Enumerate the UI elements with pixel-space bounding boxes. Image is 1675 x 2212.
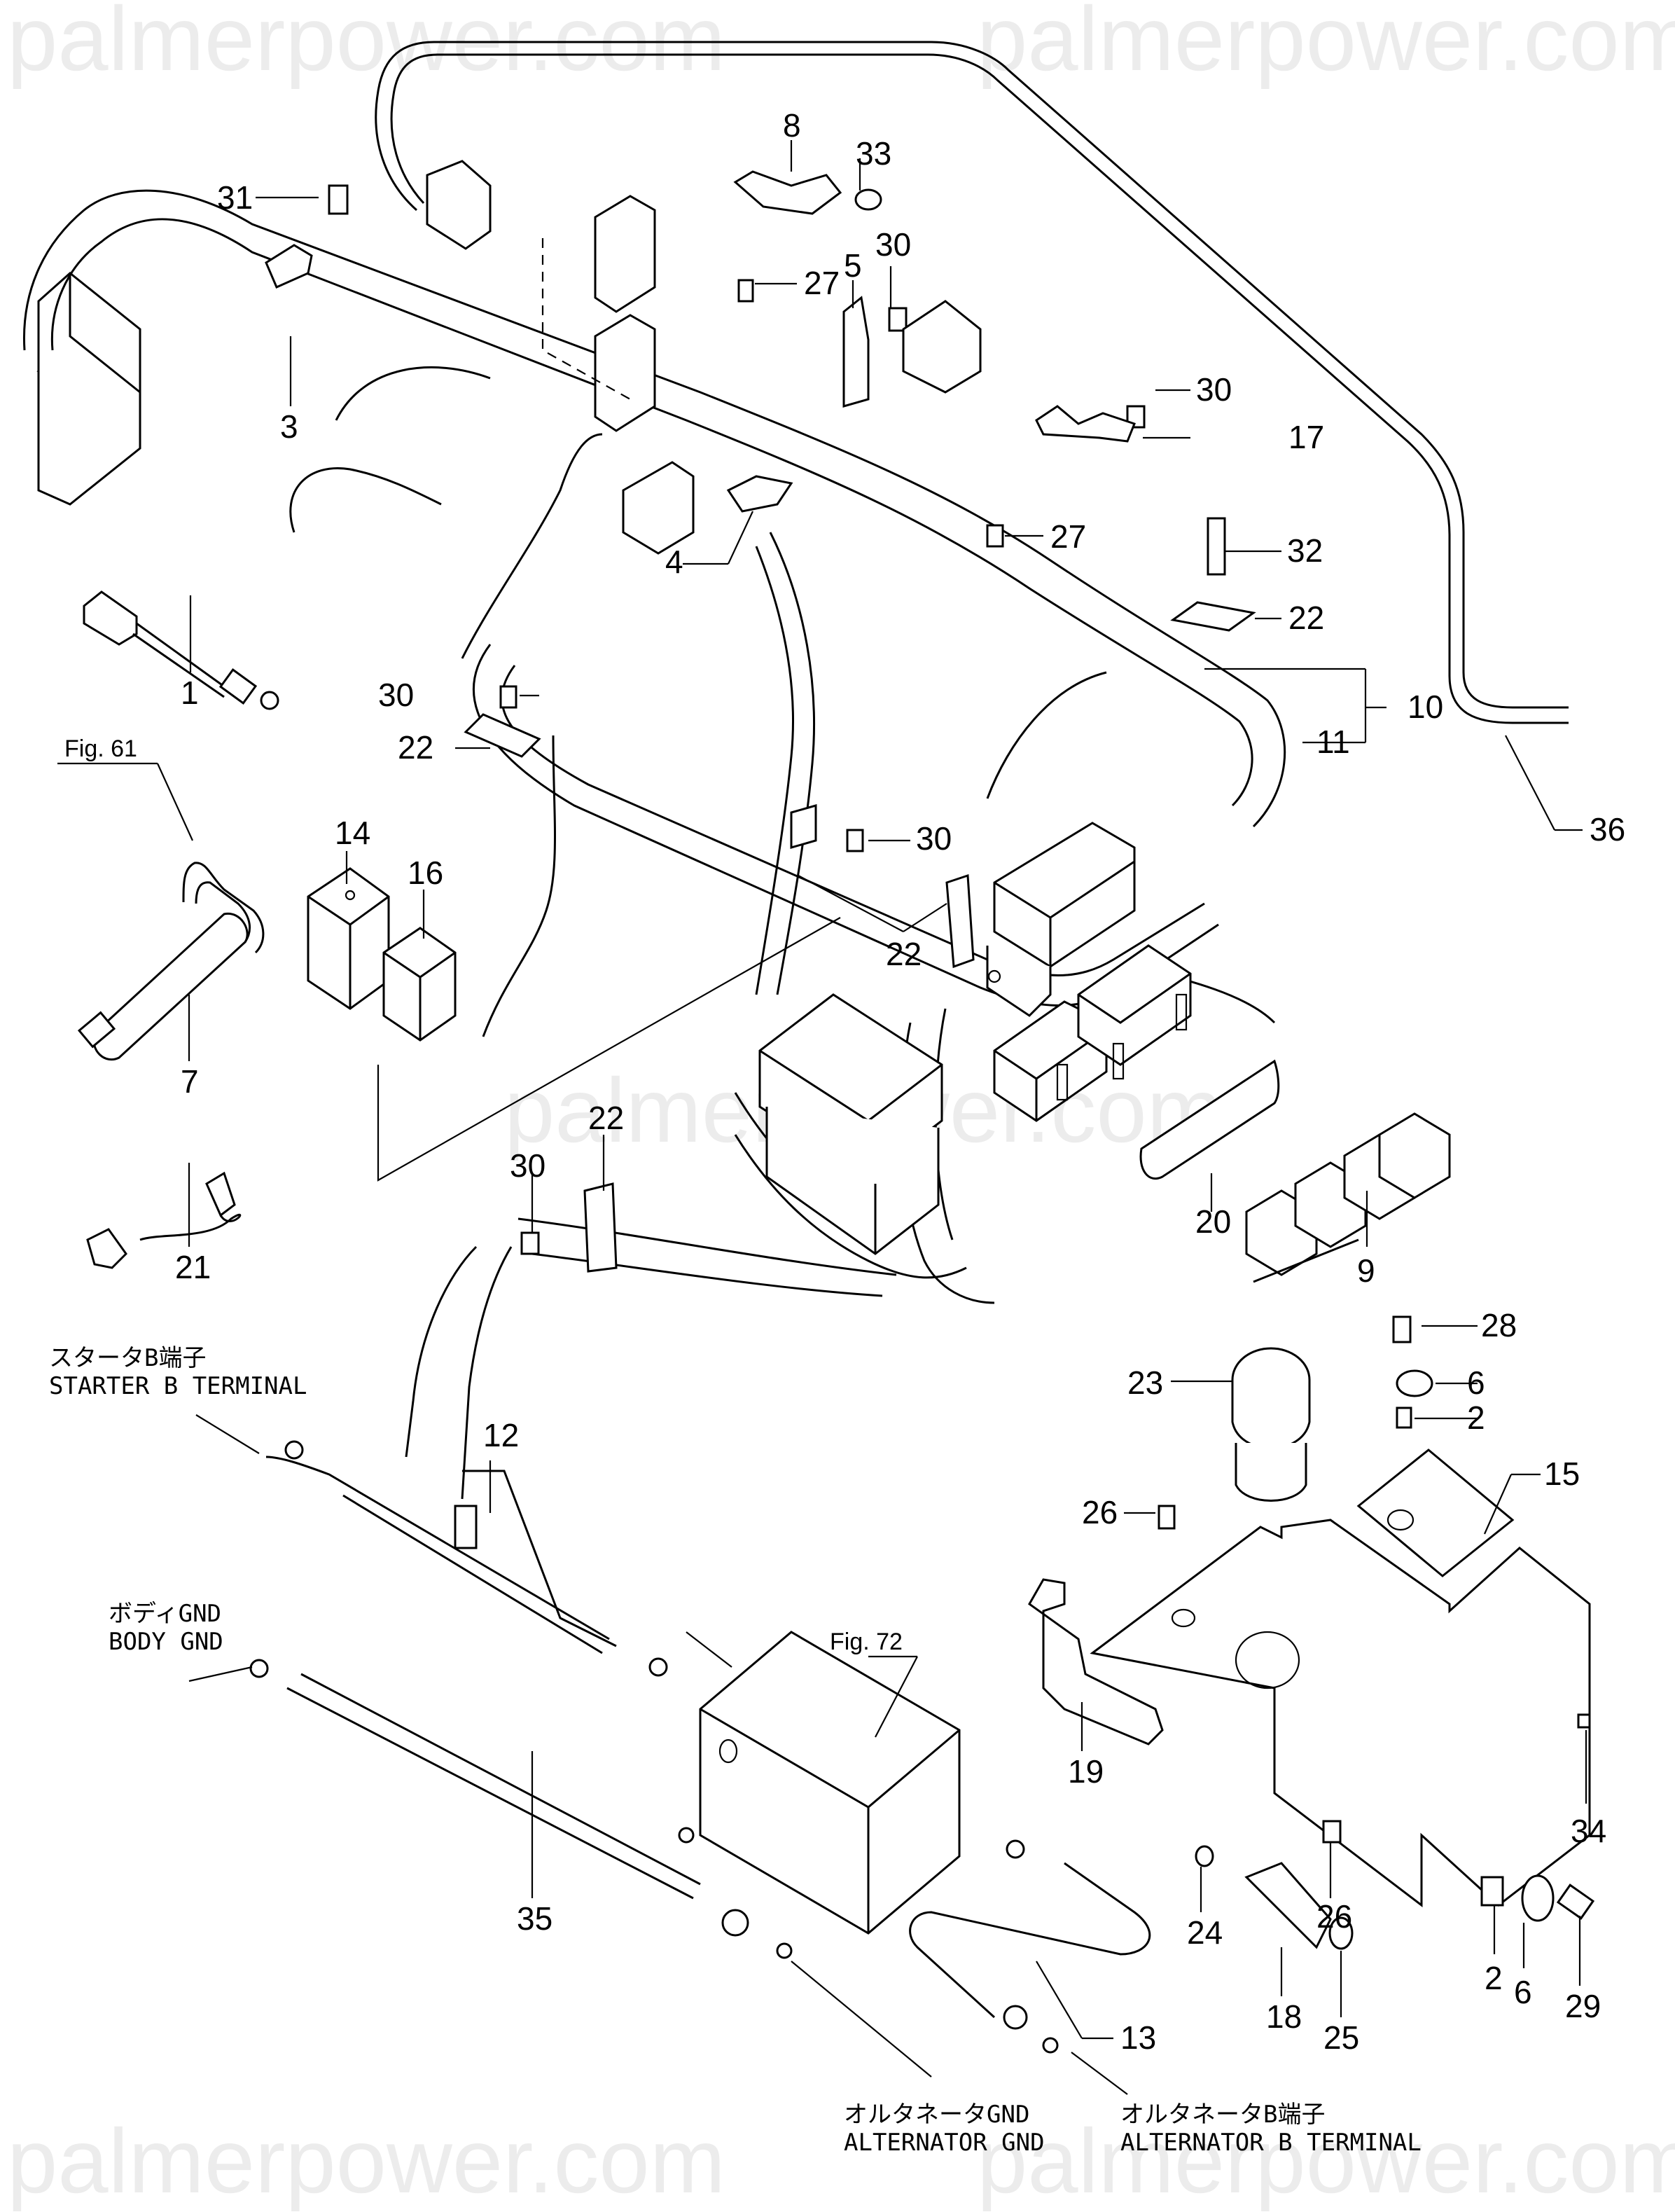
alternator-gnd-jp: オルタネータGND (844, 2101, 1029, 2129)
callout-23[interactable]: 23 (1127, 1364, 1163, 1401)
callout-27-upper[interactable]: 27 (804, 265, 840, 301)
callout-8[interactable]: 8 (783, 107, 801, 144)
bracket-19 (1028, 1578, 1164, 1746)
fig-72-box (699, 1631, 961, 1935)
callout-30-center[interactable]: 30 (916, 820, 952, 857)
callouts: 1 2 2 3 4 5 6 6 7 8 9 10 11 12 13 14 16 … (175, 107, 1625, 2056)
callout-19[interactable]: 19 (1068, 1753, 1104, 1790)
callout-2-upper[interactable]: 2 (1467, 1399, 1485, 1436)
central-relay-box (758, 993, 943, 1255)
body-gnd-en: BODY GND (109, 1628, 223, 1656)
grommet-spacer-lower (1480, 1874, 1595, 1922)
callout-2-lower[interactable]: 2 (1485, 1960, 1503, 1996)
standoff-18 (1195, 1845, 1354, 1950)
callout-1[interactable]: 1 (181, 675, 199, 711)
bolts (328, 184, 1591, 1844)
callout-22-center[interactable]: 22 (886, 936, 922, 972)
relay-14 (307, 867, 390, 1010)
callout-26-lower[interactable]: 26 (1316, 1898, 1352, 1935)
callout-32[interactable]: 32 (1287, 532, 1323, 569)
callout-35[interactable]: 35 (517, 1900, 552, 1937)
callout-29[interactable]: 29 (1565, 1988, 1601, 2024)
relay-set-9 (1245, 1112, 1451, 1283)
terminal-notes: スタータB端子 STARTER B TERMINAL ボディGND BODY G… (49, 1344, 1422, 2157)
body-gnd-jp: ボディGND (109, 1600, 221, 1628)
callout-15-placeholder[interactable]: 16 (408, 855, 443, 891)
watermark-top-left: palmerpower.com (7, 0, 725, 90)
callout-6-lower[interactable]: 6 (1514, 1974, 1532, 2010)
callout-30-top[interactable]: 30 (875, 226, 911, 263)
plates-22 (464, 601, 1256, 1273)
alternator-b-terminal-en: ALTERNATOR B TERMINAL (1120, 2129, 1422, 2157)
key-switch-23 (1231, 1347, 1311, 1502)
callout-7[interactable]: 7 (181, 1063, 199, 1100)
bracket-20 (1139, 1059, 1280, 1180)
relay-16 (382, 927, 457, 1042)
callout-22-right[interactable]: 22 (1288, 600, 1324, 636)
callout-17[interactable]: 17 (1288, 419, 1324, 455)
callout-3[interactable]: 3 (280, 408, 298, 445)
callout-36[interactable]: 36 (1590, 811, 1625, 848)
starter-b-terminal-jp: スタータB端子 (49, 1344, 206, 1372)
starter-b-terminal-en: STARTER B TERMINAL (49, 1372, 307, 1400)
callout-9[interactable]: 9 (1357, 1252, 1375, 1289)
callout-11[interactable]: 11 (1316, 724, 1350, 760)
grommet-spacer-upper (1396, 1369, 1433, 1429)
cable-36-loop (375, 41, 1569, 724)
part-21-connector (86, 1171, 242, 1269)
callout-27-lower[interactable]: 27 (1050, 518, 1086, 555)
part-1-sensor-cable (83, 590, 279, 710)
callout-28[interactable]: 28 (1481, 1307, 1517, 1343)
harness-connectors-top (426, 160, 695, 555)
leader-relays-to-box (377, 917, 841, 1182)
watermark-bottom-left: palmerpower.com (7, 2110, 725, 2212)
callout-22-lower[interactable]: 22 (588, 1100, 624, 1136)
alternator-gnd-en: ALTERNATOR GND (844, 2129, 1045, 2157)
callout-22-left[interactable]: 22 (398, 729, 433, 766)
callout-14[interactable]: 14 (335, 815, 370, 851)
watermarks: palmerpower.com palmerpower.com palmerpo… (7, 0, 1675, 2212)
fig-72-ref[interactable]: Fig. 72 (830, 1629, 903, 1655)
callout-13[interactable]: 13 (1120, 2019, 1156, 2056)
callout-5[interactable]: 5 (844, 247, 862, 284)
callout-18[interactable]: 18 (1266, 1998, 1302, 2035)
brackets-top (265, 170, 1136, 513)
callout-33[interactable]: 33 (856, 135, 891, 172)
callout-31[interactable]: 31 (217, 179, 253, 216)
callout-15[interactable]: 15 (1544, 1456, 1580, 1492)
watermark-top-right: palmerpower.com (977, 0, 1675, 90)
cable-13 (909, 1839, 1151, 2054)
callout-30-left[interactable]: 30 (378, 677, 414, 713)
callout-30-lower[interactable]: 30 (510, 1147, 545, 1184)
harness-relay-row (993, 944, 1192, 1122)
callout-34[interactable]: 34 (1571, 1813, 1606, 1849)
watermark-bottom-right: palmerpower.com (977, 2110, 1675, 2212)
callout-24[interactable]: 24 (1187, 1914, 1223, 1951)
cable-12 (265, 1440, 668, 1677)
alternator-b-terminal-jp: オルタネータB端子 (1120, 2101, 1325, 2129)
cable-35 (249, 1659, 793, 1959)
callout-21[interactable]: 21 (175, 1249, 211, 1285)
leader-lines (57, 140, 1587, 2095)
callout-4[interactable]: 4 (665, 544, 683, 580)
callout-30-right[interactable]: 30 (1196, 371, 1232, 408)
callout-20[interactable]: 20 (1195, 1203, 1231, 1240)
callout-6-upper[interactable]: 6 (1467, 1364, 1485, 1401)
fuse-box-11 (986, 822, 1136, 1017)
callout-10[interactable]: 10 (1408, 689, 1443, 725)
callout-26-upper[interactable]: 26 (1082, 1494, 1118, 1530)
fig-61-ref[interactable]: Fig. 61 (64, 735, 137, 762)
left-connector-block (36, 272, 141, 506)
part-7-hose (77, 862, 265, 1060)
panel-bracket-15 (1090, 1449, 1591, 1908)
callout-12[interactable]: 12 (483, 1417, 519, 1453)
callout-25[interactable]: 25 (1323, 2019, 1359, 2056)
